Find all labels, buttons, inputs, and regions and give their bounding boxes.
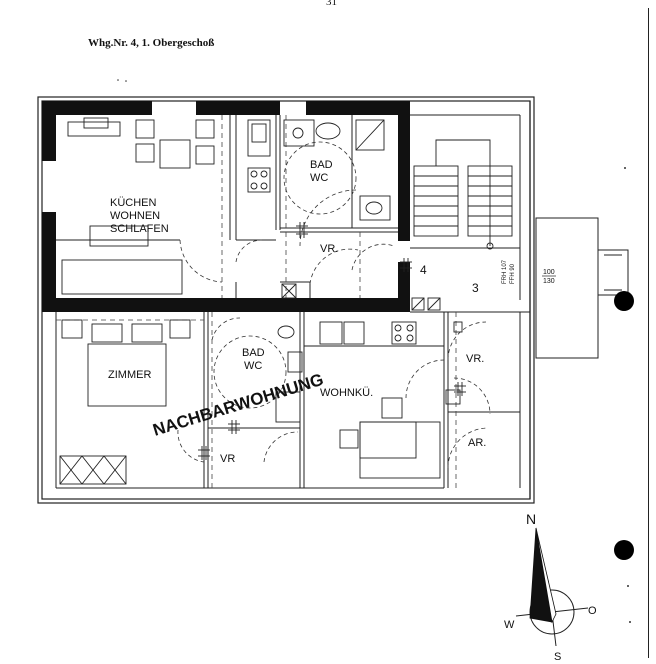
- scan-specks: [117, 79, 631, 623]
- compass-south: S: [554, 651, 561, 663]
- furniture: [59, 117, 463, 485]
- label-vr-lower-left: VR: [220, 453, 235, 465]
- elevation-bottom: 130: [543, 278, 555, 285]
- compass-east: O: [588, 605, 597, 617]
- compass-north: N: [526, 511, 536, 527]
- apartment-number-marker: 4: [420, 263, 427, 277]
- compass-west: W: [504, 619, 515, 631]
- cross-markers: [198, 222, 466, 460]
- label-kitchen-2: WOHNEN: [110, 210, 160, 222]
- label-vr-lower-right: VR.: [466, 353, 484, 365]
- stair-number-marker: 3: [472, 281, 479, 295]
- label-bath-top-2: WC: [310, 172, 328, 184]
- binder-hole-top: [614, 291, 634, 311]
- compass-rose: N W O S: [504, 511, 597, 663]
- label-bath-top-1: BAD: [310, 159, 333, 171]
- room-labels: KÜCHEN WOHNEN SCHLAFEN BAD WC VR. ZIMMER…: [108, 159, 486, 465]
- page-edge-line: [648, 8, 649, 658]
- page-number: 31: [326, 0, 337, 8]
- door-swings: [177, 141, 491, 469]
- binder-hole-bottom: [614, 540, 634, 560]
- interior-walls: [55, 114, 530, 489]
- elevation-top: 100: [543, 269, 555, 276]
- balcony: [535, 217, 629, 359]
- label-wohnku: WOHNKÜ.: [320, 387, 373, 399]
- apartment-boundary: [42, 101, 410, 312]
- label-kitchen-1: KÜCHEN: [110, 197, 157, 209]
- compass-needle: [529, 527, 553, 623]
- label-ar: AR.: [468, 437, 486, 449]
- dashed-lines: [56, 115, 457, 488]
- label-zimmer: ZIMMER: [108, 369, 151, 381]
- staircase: [413, 139, 513, 250]
- label-frh: FRH 107: [502, 259, 508, 284]
- label-bath-lower-2: WC: [244, 360, 262, 372]
- label-vr-top: VR.: [320, 243, 338, 255]
- plan-heading: Whg.Nr. 4, 1. Obergeschoß: [88, 37, 215, 49]
- label-bath-lower-1: BAD: [242, 347, 265, 359]
- overlay-nachbarwohnung: NACHBARWOHNUNG: [151, 370, 326, 440]
- label-ffh: FFH 90: [510, 263, 516, 284]
- label-kitchen-3: SCHLAFEN: [110, 223, 169, 235]
